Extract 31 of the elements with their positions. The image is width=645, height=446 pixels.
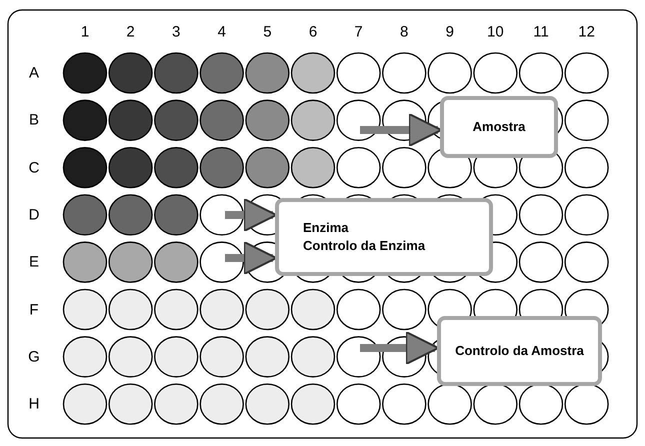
callout-box	[275, 198, 493, 276]
callout-box	[437, 316, 602, 386]
column-number: 10	[487, 24, 504, 40]
column-number: 6	[308, 24, 318, 40]
column-number: 12	[578, 24, 595, 40]
callout-text: Enzima	[303, 219, 350, 237]
column-number: 11	[533, 24, 549, 40]
row-letter: B	[29, 112, 39, 129]
arrow	[225, 241, 278, 275]
row-letter: G	[28, 348, 40, 366]
arrow	[360, 331, 440, 365]
row-letter: D	[28, 206, 40, 224]
row-letter: H	[28, 396, 40, 413]
column-number: 3	[172, 24, 180, 40]
arrow	[225, 198, 278, 232]
callout-text: Amostra	[472, 118, 526, 136]
row-letter: E	[29, 254, 39, 271]
column-number: 2	[126, 24, 135, 40]
callout-text: Controlo da Enzima	[303, 237, 426, 255]
column-number: 5	[263, 24, 272, 40]
column-number: 1	[80, 24, 90, 40]
column-number: 7	[354, 24, 363, 40]
row-letter: F	[29, 301, 39, 318]
callout-box	[440, 96, 558, 158]
row-letter: A	[29, 64, 39, 82]
column-number: 9	[446, 24, 454, 40]
column-number: 4	[218, 24, 226, 40]
row-letter: C	[28, 159, 40, 176]
column-number: 8	[400, 24, 408, 40]
arrow	[360, 113, 442, 147]
callout-text: Controlo da Amostra	[454, 342, 585, 360]
